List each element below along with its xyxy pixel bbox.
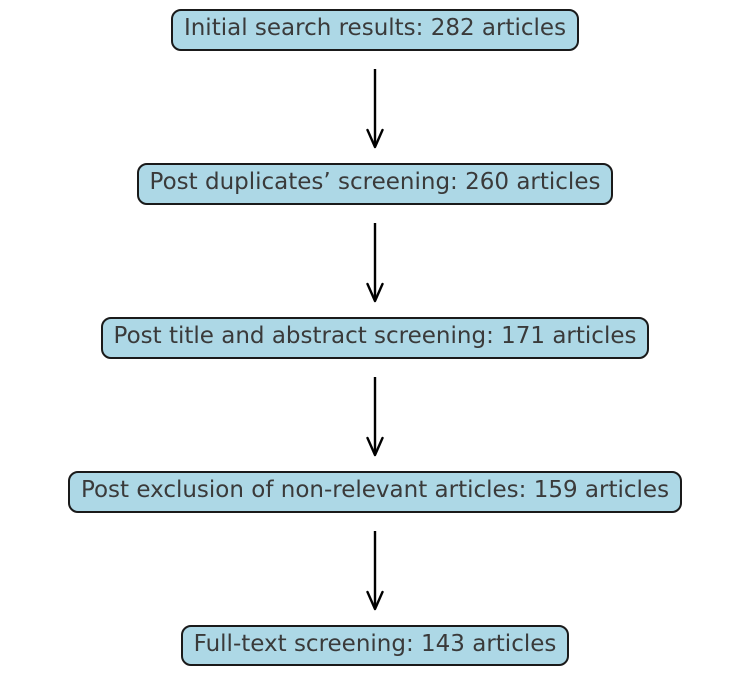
flow-box-initial-search: Initial search results: 282 articles <box>170 9 580 51</box>
arrow-down-icon <box>366 222 384 302</box>
arrow-down-icon <box>366 530 384 610</box>
arrow-down-icon <box>366 68 384 149</box>
flow-box-full-text-screening: Full-text screening: 143 articles <box>180 624 570 667</box>
flow-box-post-title-abstract: Post title and abstract screening: 171 a… <box>100 316 650 359</box>
flow-box-post-exclusion: Post exclusion of non-relevant articles:… <box>67 470 683 513</box>
flow-box-post-duplicates: Post duplicates’ screening: 260 articles <box>136 162 614 205</box>
arrow-down-icon <box>366 376 384 456</box>
